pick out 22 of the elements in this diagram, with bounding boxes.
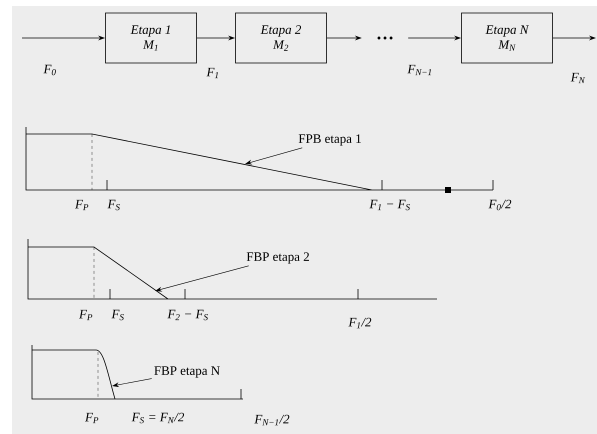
edge-label: F$_{0}$ xyxy=(43,64,56,76)
tick-label: F$_{S}$ xyxy=(107,200,120,210)
filter-label: FBP etapa 2 xyxy=(246,252,309,264)
tick-label: F$_{N−1}$/2 xyxy=(254,414,290,426)
filter-label: FBP etapa N xyxy=(154,366,220,378)
edge-label: F$_{N−1}$ xyxy=(407,64,432,76)
tick-label: F$_{S}$ = F$_{N}$/2 xyxy=(132,412,184,424)
tick-label: F$_{1}$ − F$_{S}$ xyxy=(369,200,410,210)
tick-label: F$_{P}$ xyxy=(84,412,98,424)
tick-label: F$_{1}$/2 xyxy=(348,318,372,328)
tick-label: F$_{S}$ xyxy=(111,310,124,320)
tick-label: F$_{2}$ − F$_{S}$ xyxy=(167,310,208,320)
stage-box: Etapa 2 M$_{2}$ xyxy=(235,12,327,64)
tick-label: F$_{P}$ xyxy=(74,200,88,210)
edge-label: F$_{1}$ xyxy=(206,68,218,78)
edge-label: F$_{N}$ xyxy=(570,72,586,84)
filter-label: FPB etapa 1 xyxy=(298,134,361,146)
ellipsis: … xyxy=(378,36,393,40)
stage-box: Etapa N M$_{N}$ xyxy=(461,12,553,64)
stage-box: Etapa 1 M$_{1}$ xyxy=(105,12,197,64)
tick-label: F$_{P}$ xyxy=(78,310,92,320)
tick-label: F$_{0}$/2 xyxy=(488,200,512,210)
